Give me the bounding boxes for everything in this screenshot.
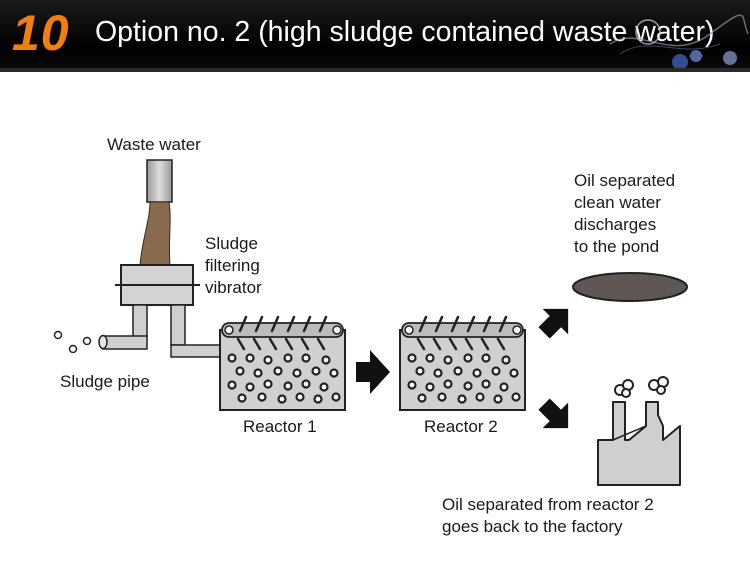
- label-reactor-1: Reactor 1: [243, 417, 317, 436]
- flow-arrow-down-right-icon: [538, 398, 569, 429]
- flow-arrow-up-right-icon: [538, 308, 569, 339]
- reactor-1-bubbles: [227, 353, 341, 404]
- label-line: Oil separated from reactor 2: [442, 495, 654, 514]
- label-sludge-pipe: Sludge pipe: [60, 372, 150, 391]
- feed-pipe-to-reactor-1: [170, 344, 221, 358]
- waste-water-pipe: [139, 159, 173, 266]
- smoke-puffs: [614, 376, 669, 398]
- label-line: Sludge: [205, 234, 258, 253]
- swirl-decoration-icon: [609, 14, 749, 68]
- factory-icon: [597, 376, 681, 486]
- reactor-1-paddles: [236, 315, 328, 351]
- label-line: goes back to the factory: [442, 517, 623, 536]
- label-clean-water-discharge: Oil separated clean water discharges to …: [574, 170, 675, 258]
- label-line: clean water: [574, 193, 661, 212]
- reactor-2-bubbles: [407, 353, 521, 404]
- label-line: discharges: [574, 215, 657, 234]
- label-line: vibrator: [205, 278, 262, 297]
- title-bar: 10 Option no. 2 (high sludge contained w…: [0, 0, 750, 68]
- label-oil-back-to-factory: Oil separated from reactor 2 goes back t…: [442, 494, 654, 538]
- label-waste-water: Waste water: [107, 135, 201, 154]
- reactor-2: [399, 315, 526, 411]
- label-line: filtering: [205, 256, 260, 275]
- label-line: to the pond: [574, 237, 660, 256]
- title-bar-divider: [0, 68, 750, 72]
- reactor-1: [219, 315, 346, 411]
- reactor-2-paddles: [416, 315, 508, 351]
- slide-number: 10: [12, 5, 70, 61]
- flow-arrow-right-icon: [356, 350, 390, 394]
- sludge-pipe: [53, 330, 148, 354]
- sludge-filtering-vibrator: [115, 264, 200, 346]
- label-line: Oil separated: [574, 171, 676, 190]
- label-sludge-filtering-vibrator: Sludge filtering vibrator: [205, 233, 262, 299]
- pond: [572, 272, 688, 302]
- label-reactor-2: Reactor 2: [424, 417, 498, 436]
